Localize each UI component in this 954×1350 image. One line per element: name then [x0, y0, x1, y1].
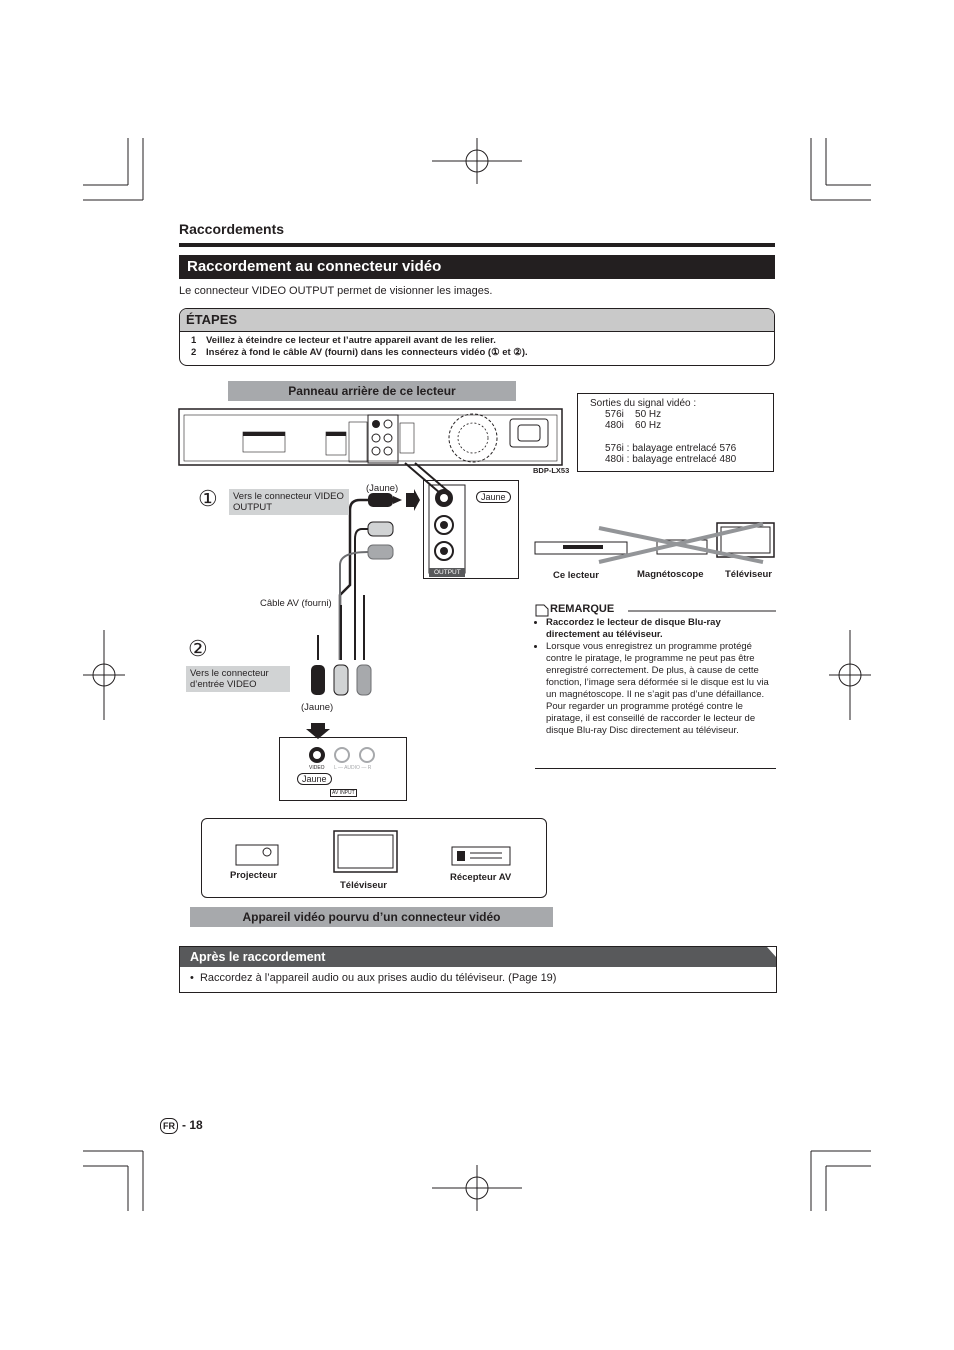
steps-heading: ÉTAPES: [180, 309, 774, 332]
after-connection-box: Après le raccordement • Raccordez à l’ap…: [179, 946, 777, 993]
signal-row: 480i : balayage entrelacé 480: [605, 454, 737, 465]
page-number: FR- 18: [160, 1118, 203, 1134]
language-badge: FR: [160, 1118, 178, 1134]
cable-diagram: [306, 462, 451, 739]
output-label: OUTPUT: [434, 569, 461, 576]
av-input-label: AV INPUT: [330, 789, 357, 797]
devices-box: Projecteur Téléviseur Récepteur AV: [201, 818, 547, 898]
rear-panel-illustration: [178, 408, 563, 466]
signal-row: 480i 60 Hz: [605, 420, 662, 431]
note-item: Lorsque vous enregistrez un programme pr…: [546, 641, 775, 737]
note-heading-rule: [535, 604, 776, 617]
signal-output-box: Sorties du signal vidéo : 576i 50 Hz 480…: [577, 393, 774, 472]
device-receiver: Récepteur AV: [450, 872, 512, 883]
intro-text: Le connecteur VIDEO OUTPUT permet de vis…: [179, 285, 493, 297]
jaune-paren-top: (Jaune): [366, 483, 399, 494]
device-tv: Téléviseur: [340, 880, 387, 891]
after-item: • Raccordez à l’appareil audio ou aux pr…: [190, 972, 557, 984]
section-rule: [179, 243, 775, 247]
signal-row: 576i 50 Hz: [605, 409, 662, 420]
output-panel: Jaune OUTPUT: [423, 480, 519, 579]
connection-example-illustration: [534, 522, 775, 564]
jaune-paren-bottom: (Jaune): [301, 702, 334, 713]
audio-jack-label: L — AUDIO — R: [334, 765, 372, 771]
note-item: Raccordez le lecteur de disque Blu-ray d…: [546, 617, 775, 641]
video-jack-label: VIDEO: [309, 765, 325, 771]
device-projector: Projecteur: [230, 870, 277, 881]
av-input-panel: VIDEO L — AUDIO — R Jaune AV INPUT: [279, 737, 407, 801]
video-device-label: Appareil vidéo pourvu d’un connecteur vi…: [190, 907, 553, 927]
note-heading: REMARQUE: [550, 603, 615, 615]
circle-number-1: ①: [198, 486, 218, 511]
example-tv: Téléviseur: [725, 569, 772, 580]
circle-number-2: ②: [188, 636, 208, 661]
to-video-output-label: Vers le connecteur VIDEO OUTPUT: [229, 489, 349, 515]
note-list: Raccordez le lecteur de disque Blu-ray d…: [535, 617, 775, 737]
signal-row: 576i : balayage entrelacé 576: [605, 443, 737, 454]
page-title: Raccordement au connecteur vidéo: [179, 255, 775, 279]
section-title: Raccordements: [179, 221, 285, 237]
to-video-input-label: Vers le connecteur d’entrée VIDEO: [186, 666, 290, 692]
signal-title: Sorties du signal vidéo :: [590, 398, 697, 409]
jaune-tag-output: Jaune: [476, 491, 511, 503]
cable-label: Câble AV (fourni): [260, 598, 332, 609]
rear-panel-label: Panneau arrière de ce lecteur: [228, 381, 516, 401]
model-label: BDP-LX53: [533, 466, 570, 475]
note-bottom-rule: [535, 768, 776, 769]
example-vcr: Magnétoscope: [637, 569, 704, 580]
after-heading: Après le raccordement: [180, 947, 776, 967]
example-player: Ce lecteur: [553, 570, 599, 581]
jaune-tag-input: Jaune: [297, 773, 332, 785]
